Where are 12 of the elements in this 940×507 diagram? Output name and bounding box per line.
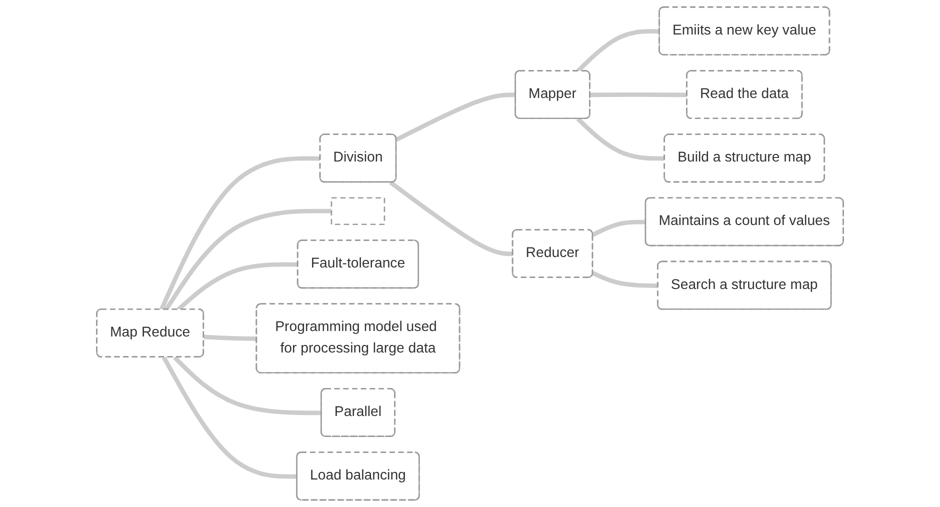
connector — [162, 356, 298, 479]
connector — [389, 180, 514, 256]
connector — [204, 334, 257, 341]
connector — [159, 156, 320, 310]
connector — [592, 220, 646, 237]
connector — [164, 208, 332, 311]
connector — [395, 92, 516, 142]
node-box — [330, 197, 386, 226]
connector — [576, 117, 665, 161]
connector — [592, 271, 658, 288]
connector — [172, 356, 322, 416]
connector — [590, 92, 688, 98]
